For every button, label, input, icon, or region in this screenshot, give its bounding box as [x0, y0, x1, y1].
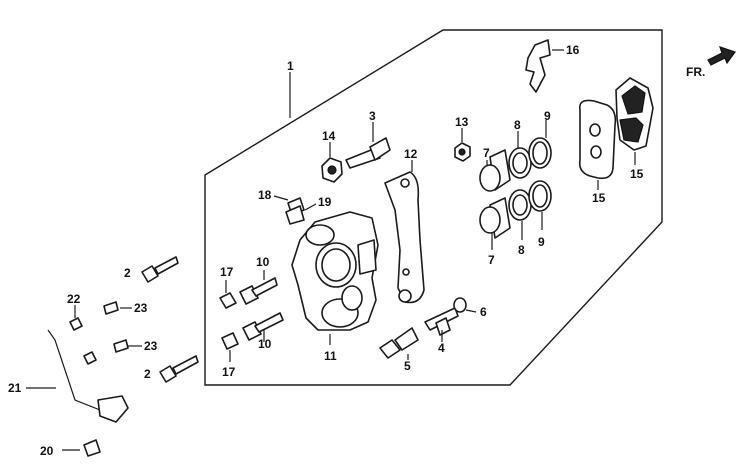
callout-10: 10 — [256, 255, 270, 269]
callout-22: 22 — [67, 292, 81, 306]
bolt-4 — [424, 307, 459, 342]
slide-pin-upper — [219, 270, 278, 309]
front-marker-label: FR. — [686, 65, 705, 79]
callout-9: 9 — [544, 109, 551, 123]
assembly-frame — [204, 29, 663, 386]
callout-13: 13 — [455, 115, 469, 129]
front-arrow-icon — [707, 46, 736, 66]
bleeder-screw — [273, 195, 317, 225]
callout-7: 7 — [483, 146, 490, 160]
callout-15: 15 — [592, 191, 606, 205]
callout-2: 2 — [124, 266, 131, 280]
caliper-pin-5 — [379, 327, 419, 360]
callout-16: 16 — [566, 43, 580, 57]
callout-8: 8 — [514, 118, 521, 132]
callout-12: 12 — [404, 147, 418, 161]
cable-guide-22 — [69, 305, 97, 365]
callout-20: 20 — [40, 444, 54, 458]
mounting-bolt-upper — [141, 256, 179, 283]
callout-19: 19 — [318, 195, 332, 209]
callout-23b: 23 — [144, 339, 158, 353]
caliper-body — [291, 211, 379, 345]
callout-21: 21 — [8, 381, 22, 395]
callout-1: 1 — [287, 59, 294, 73]
callout-17b: 17 — [222, 365, 236, 379]
callout-11: 11 — [324, 349, 337, 363]
front-direction-marker: FR. — [686, 46, 736, 79]
callout-6: 6 — [480, 305, 487, 319]
callout-7b: 7 — [488, 253, 495, 267]
callout-9b: 9 — [538, 235, 545, 249]
slide-pin-lower — [221, 312, 284, 350]
sensor-cable — [26, 329, 129, 423]
bleeder-cap — [454, 128, 471, 162]
piston-lower — [479, 180, 552, 239]
nut-14 — [321, 142, 343, 183]
washer-6 — [453, 297, 477, 313]
callout-5: 5 — [404, 359, 411, 373]
brake-pad-outer — [615, 77, 654, 165]
callout-18: 18 — [258, 188, 272, 202]
cable-clip-23 — [103, 301, 142, 353]
caliper-bracket — [384, 160, 425, 304]
callout-4: 4 — [438, 341, 445, 355]
callout-3: 3 — [369, 109, 376, 123]
callout-14: 14 — [322, 129, 336, 143]
pad-spring — [525, 39, 564, 93]
mounting-bolt-lower — [159, 355, 199, 383]
callout-10b: 10 — [258, 337, 272, 351]
pin-bolt-3 — [345, 122, 391, 169]
callout-15b: 15 — [630, 167, 644, 181]
callout-17: 17 — [220, 265, 234, 279]
callout-2b: 2 — [144, 367, 151, 381]
piston-leaders — [486, 120, 547, 250]
piston-upper — [479, 137, 552, 192]
callout-23: 23 — [134, 301, 148, 315]
callout-8b: 8 — [518, 243, 525, 257]
screw-20 — [62, 439, 101, 457]
brake-pad-inner — [578, 99, 617, 190]
